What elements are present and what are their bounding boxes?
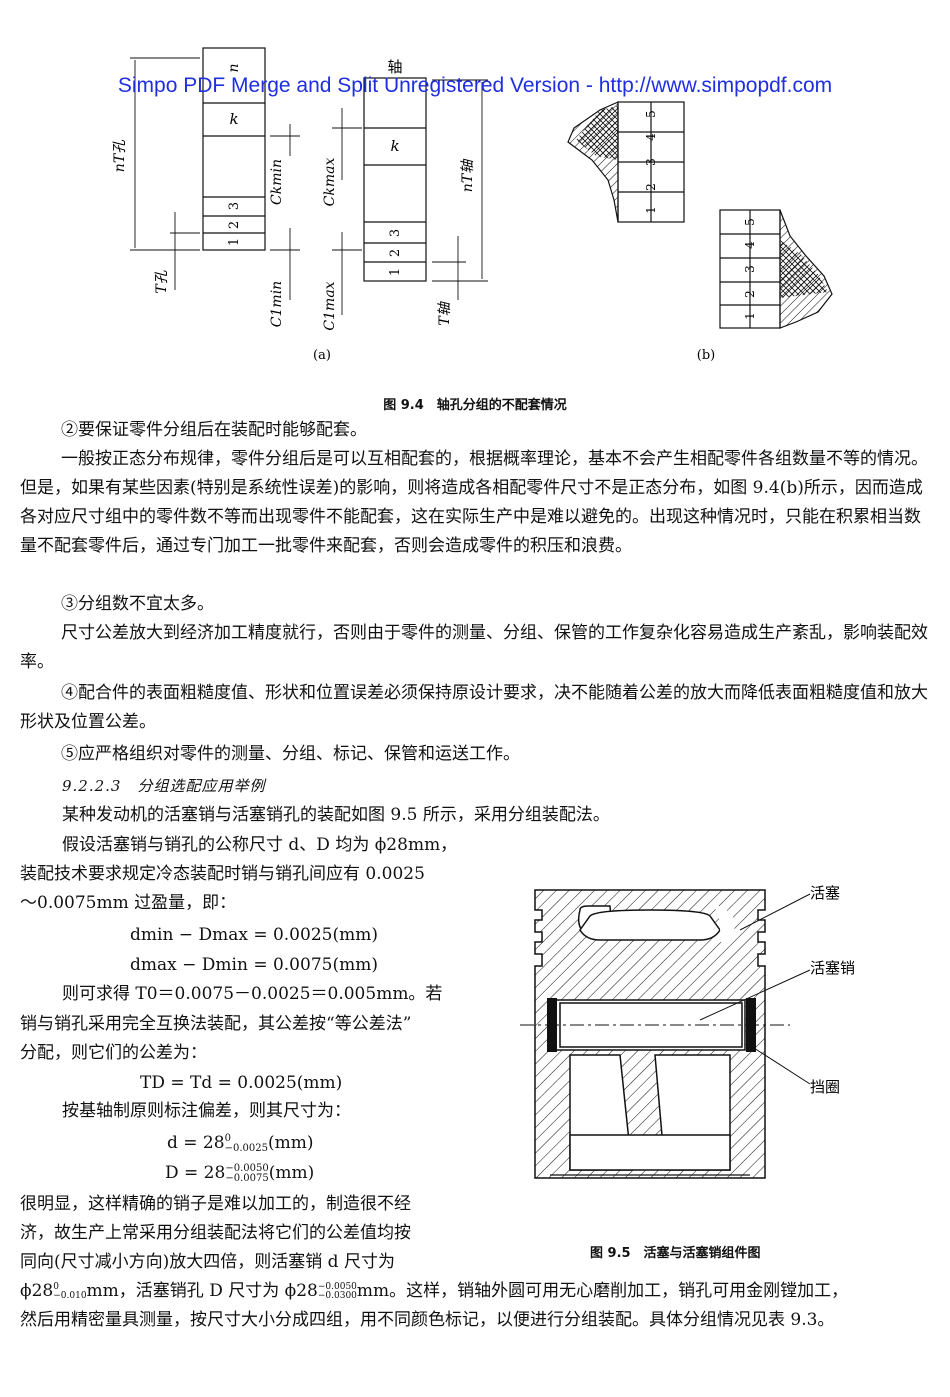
label-piston: 活塞 — [810, 884, 840, 902]
leader-pin — [699, 969, 811, 1021]
equation-5: D = 28−0.0050−0.0075(mm) — [165, 1163, 314, 1184]
hole-group-2: 2 — [227, 221, 242, 229]
eq5-upper: −0.0050 — [225, 1162, 269, 1174]
subfigure-a-label: (a) — [313, 348, 331, 363]
hole-group-3: 3 — [227, 202, 242, 210]
shaft-title: 轴 — [387, 58, 402, 76]
label-retaining-ring: 挡圈 — [810, 1078, 840, 1096]
l4-b: mm，活塞销孔 D 尺寸为 ϕ28 — [86, 1281, 318, 1301]
eq5-lower: −0.0075 — [225, 1172, 269, 1184]
b-lower-group-1: 1 — [743, 312, 757, 320]
T-shaft-label: T轴 — [437, 300, 453, 325]
paragraph-4: ③分组数不宜太多。 — [61, 594, 214, 614]
equation-1: dmin − Dmax = 0.0025(mm) — [130, 925, 378, 945]
figure-9-5-caption: 图 9.5 活塞与活塞销组件图 — [590, 1246, 761, 1261]
l4-b-tol: −0.0050−0.0300 — [317, 1281, 357, 1301]
hole-tolerance-column — [202, 47, 266, 251]
l4-a-tol: 0−0.010 — [53, 1281, 87, 1301]
eq4-upper: 0 — [224, 1132, 231, 1144]
paragraph-11: 按基轴制原则标注偏差，则其尺寸为： — [62, 1101, 351, 1121]
paragraph-12-line-3: 同向(尺寸减小方向)放大四倍，则活塞销 d 尺寸为 — [20, 1252, 395, 1272]
l4-c: mm。这样，销轴外圆可用无心磨削加工，销孔可用金刚镗加工， — [356, 1281, 849, 1301]
paragraph-10-line-1: 则可求得 T0＝0.0075－0.0025＝0.005mm。若 — [62, 984, 443, 1004]
watermark-banner: Simpo PDF Merge and Split Unregistered V… — [117, 74, 833, 97]
paragraph-5: 尺寸公差放大到经济加工精度就行，否则由于零件的测量、分组、保管的工作复杂化容易造… — [20, 623, 928, 672]
b-upper-group-2: 2 — [644, 183, 658, 191]
eq4-main: d = 28 — [167, 1133, 225, 1153]
l4-b-upper: −0.0050 — [317, 1281, 357, 1292]
paragraph-12-line-5: 然后用精密量具测量，按尺寸大小分成四组，用不同颜色标记，以便进行分组装配。具体分… — [20, 1310, 835, 1330]
paragraph-6: ④配合件的表面粗糙度值、形状和位置误差必须保持原设计要求，决不能随着公差的放大而… — [20, 683, 928, 732]
l4-a: ϕ28 — [20, 1281, 54, 1301]
shaft-tolerance-column — [363, 77, 427, 282]
leader-ring — [753, 1047, 811, 1085]
l4-a-upper: 0 — [53, 1281, 59, 1292]
b-upper-group-1: 1 — [644, 206, 658, 214]
hole-label-n: n — [226, 63, 242, 72]
hole-label-k: k — [229, 110, 238, 128]
paragraph-9-line-3: ～0.0075mm 过盈量，即： — [20, 893, 237, 913]
c1min-label: C1min — [269, 281, 285, 327]
figure-9-5: 活塞 活塞销 挡圈 — [520, 884, 855, 1179]
shaft-label-k: k — [390, 137, 399, 155]
c1max-label: C1max — [322, 281, 338, 330]
paragraph-7: ⑤应严格组织对零件的测量、分组、标记、保管和运送工作。 — [61, 744, 520, 764]
b-lower-group-5: 5 — [743, 218, 757, 226]
l4-b-lower: −0.0300 — [317, 1290, 357, 1301]
distribution-lower — [719, 209, 833, 329]
b-lower-group-3: 3 — [743, 265, 757, 273]
eq5-tolerance: −0.0050−0.0075 — [225, 1162, 269, 1184]
section-heading: 9.2.2.3 分组选配应用举例 — [62, 777, 266, 795]
figure-9-4-caption: 图 9.4 轴孔分组的不配套情况 — [383, 398, 567, 413]
paragraph-10-line-3: 分配，则它们的公差为： — [20, 1043, 207, 1063]
leader-piston — [739, 893, 811, 931]
eq4-unit: (mm) — [267, 1133, 314, 1153]
shaft-group-2: 2 — [388, 249, 403, 257]
equation-3: TD = Td = 0.0025(mm) — [140, 1073, 343, 1093]
paragraph-10-line-2: 销与销孔采用完全互换法装配，其公差按“等公差法” — [20, 1014, 412, 1034]
shaft-group-3: 3 — [388, 229, 403, 237]
equation-2: dmax − Dmin = 0.0075(mm) — [130, 955, 378, 975]
shaft-group-1: 1 — [388, 268, 403, 276]
b-upper-group-4: 4 — [644, 133, 658, 141]
l4-a-lower: −0.010 — [53, 1290, 87, 1301]
eq5-main: D = 28 — [165, 1163, 226, 1183]
ckmin-label: Ckmin — [269, 159, 285, 205]
eq5-unit: (mm) — [268, 1163, 315, 1183]
b-lower-group-2: 2 — [743, 290, 757, 298]
ckmax-label: Ckmax — [322, 158, 338, 207]
eq4-lower: −0.0025 — [224, 1142, 268, 1154]
b-lower-group-4: 4 — [743, 241, 757, 249]
distribution-upper — [567, 101, 685, 223]
dimension-lines — [130, 57, 488, 315]
nT-hole-label: nT孔 — [112, 139, 128, 172]
hole-group-1: 1 — [227, 238, 242, 246]
paragraph-8: 某种发动机的活塞销与活塞销孔的装配如图 9.5 所示，采用分组装配法。 — [62, 805, 610, 825]
paragraph-9-line-1: 假设活塞销与销孔的公称尺寸 d、D 均为 ϕ28mm， — [62, 835, 458, 855]
b-upper-group-5: 5 — [644, 110, 658, 118]
nT-shaft-label: nT轴 — [460, 158, 476, 192]
label-piston-pin: 活塞销 — [810, 959, 855, 977]
paragraph-3: 一般按正态分布规律，零件分组后是可以互相配套的，根据概率理论，基本不会产生相配零… — [20, 449, 928, 556]
eq4-tolerance: 0−0.0025 — [224, 1132, 268, 1154]
paragraph-2: ②要保证零件分组后在装配时能够配套。 — [61, 420, 367, 440]
b-upper-group-3: 3 — [644, 158, 658, 166]
paragraph-12-line-1: 很明显，这样精确的销子是难以加工的，制造很不经 — [20, 1194, 411, 1214]
subfigure-b-label: (b) — [697, 348, 715, 363]
figure-9-4: n k k 轴 1 2 3 1 2 3 nT孔 T孔 Ckmin C1min C… — [112, 47, 833, 363]
T-hole-label: T孔 — [154, 269, 170, 293]
paragraph-9-line-2: 装配技术要求规定冷态装配时销与销孔间应有 0.0025 — [20, 864, 425, 884]
paragraph-12-line-2: 济，故生产上常采用分组装配法将它们的公差值均按 — [20, 1223, 411, 1243]
